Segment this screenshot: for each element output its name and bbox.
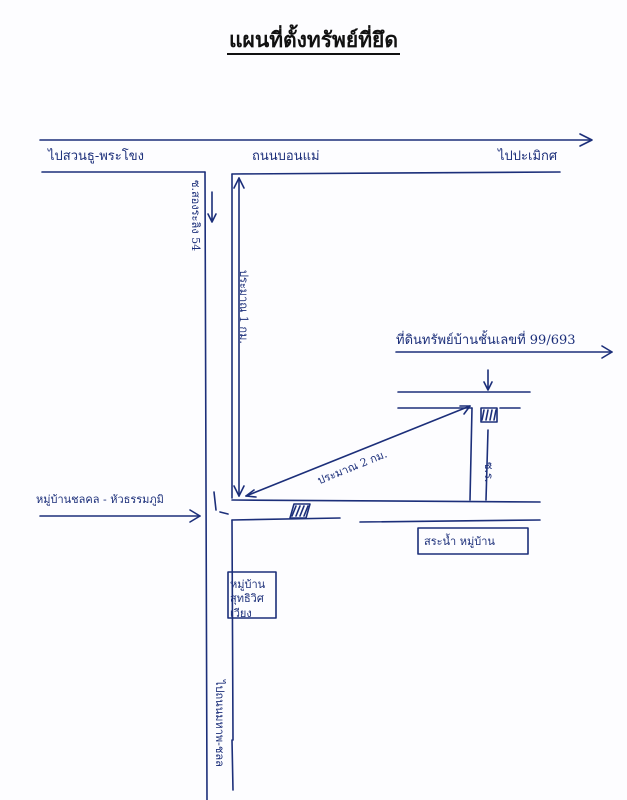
label-soi: ซ.ร.: [482, 462, 495, 483]
diagonal-arrow-head-2: [459, 405, 471, 415]
map-title: แผนที่ตั้งทรัพย์ที่ยึด: [0, 24, 627, 57]
label-to-nonthaburi: ไปสวนธู-พระโขง: [48, 149, 144, 164]
arrow-to-property-down: [483, 369, 493, 391]
label-school: หมู่บ้าน สุทธิวิศ เวียง: [230, 578, 266, 620]
small-road-right-edge: [485, 429, 489, 501]
lower-road-left-bottom: [231, 739, 234, 791]
property-marker: [480, 407, 498, 423]
distance-1km-arrow-top: [233, 177, 245, 189]
arrow-down-side-road: [207, 191, 217, 223]
school-box: [227, 571, 277, 619]
diagonal-arrow-head-1: [245, 489, 257, 498]
lower-road-top-edge: [231, 499, 541, 503]
label-distance-1km: ประมาณ 1 กม.: [237, 270, 250, 344]
side-road-left-edge: [204, 171, 208, 800]
main-road-arrow-right: [579, 133, 593, 147]
label-to-pakkret: ไปปะเมิกศ: [498, 149, 558, 164]
main-road-bottom-edge-right: [231, 171, 561, 175]
lower-road-bottom-edge-b: [359, 519, 541, 523]
label-shop: สระน้ำ หมู่บ้าน: [424, 535, 495, 548]
label-to-nakhon: ไปถนนมหาพ-ชลล: [213, 680, 226, 767]
shop-box: [417, 527, 529, 555]
diagonal-distance-line: [245, 405, 471, 497]
distance-1km-arrow-bottom: [233, 485, 245, 497]
lower-road-bottom-edge-a: [231, 517, 341, 521]
side-road-right-edge-bottom: [231, 519, 234, 741]
small-road-left-edge: [469, 407, 473, 501]
label-property-address: ที่ดินทรัพย์บ้านชั้นเลขที่ 99/693: [396, 333, 576, 348]
label-main-road: ถนนบอนแม่: [252, 149, 320, 164]
label-village: หมู่บ้านชลคล - หัวธรรมภูมิ: [36, 493, 164, 506]
bridge-mark: [289, 503, 311, 519]
label-side-road: ซ.สองระลิง 54: [189, 180, 202, 252]
